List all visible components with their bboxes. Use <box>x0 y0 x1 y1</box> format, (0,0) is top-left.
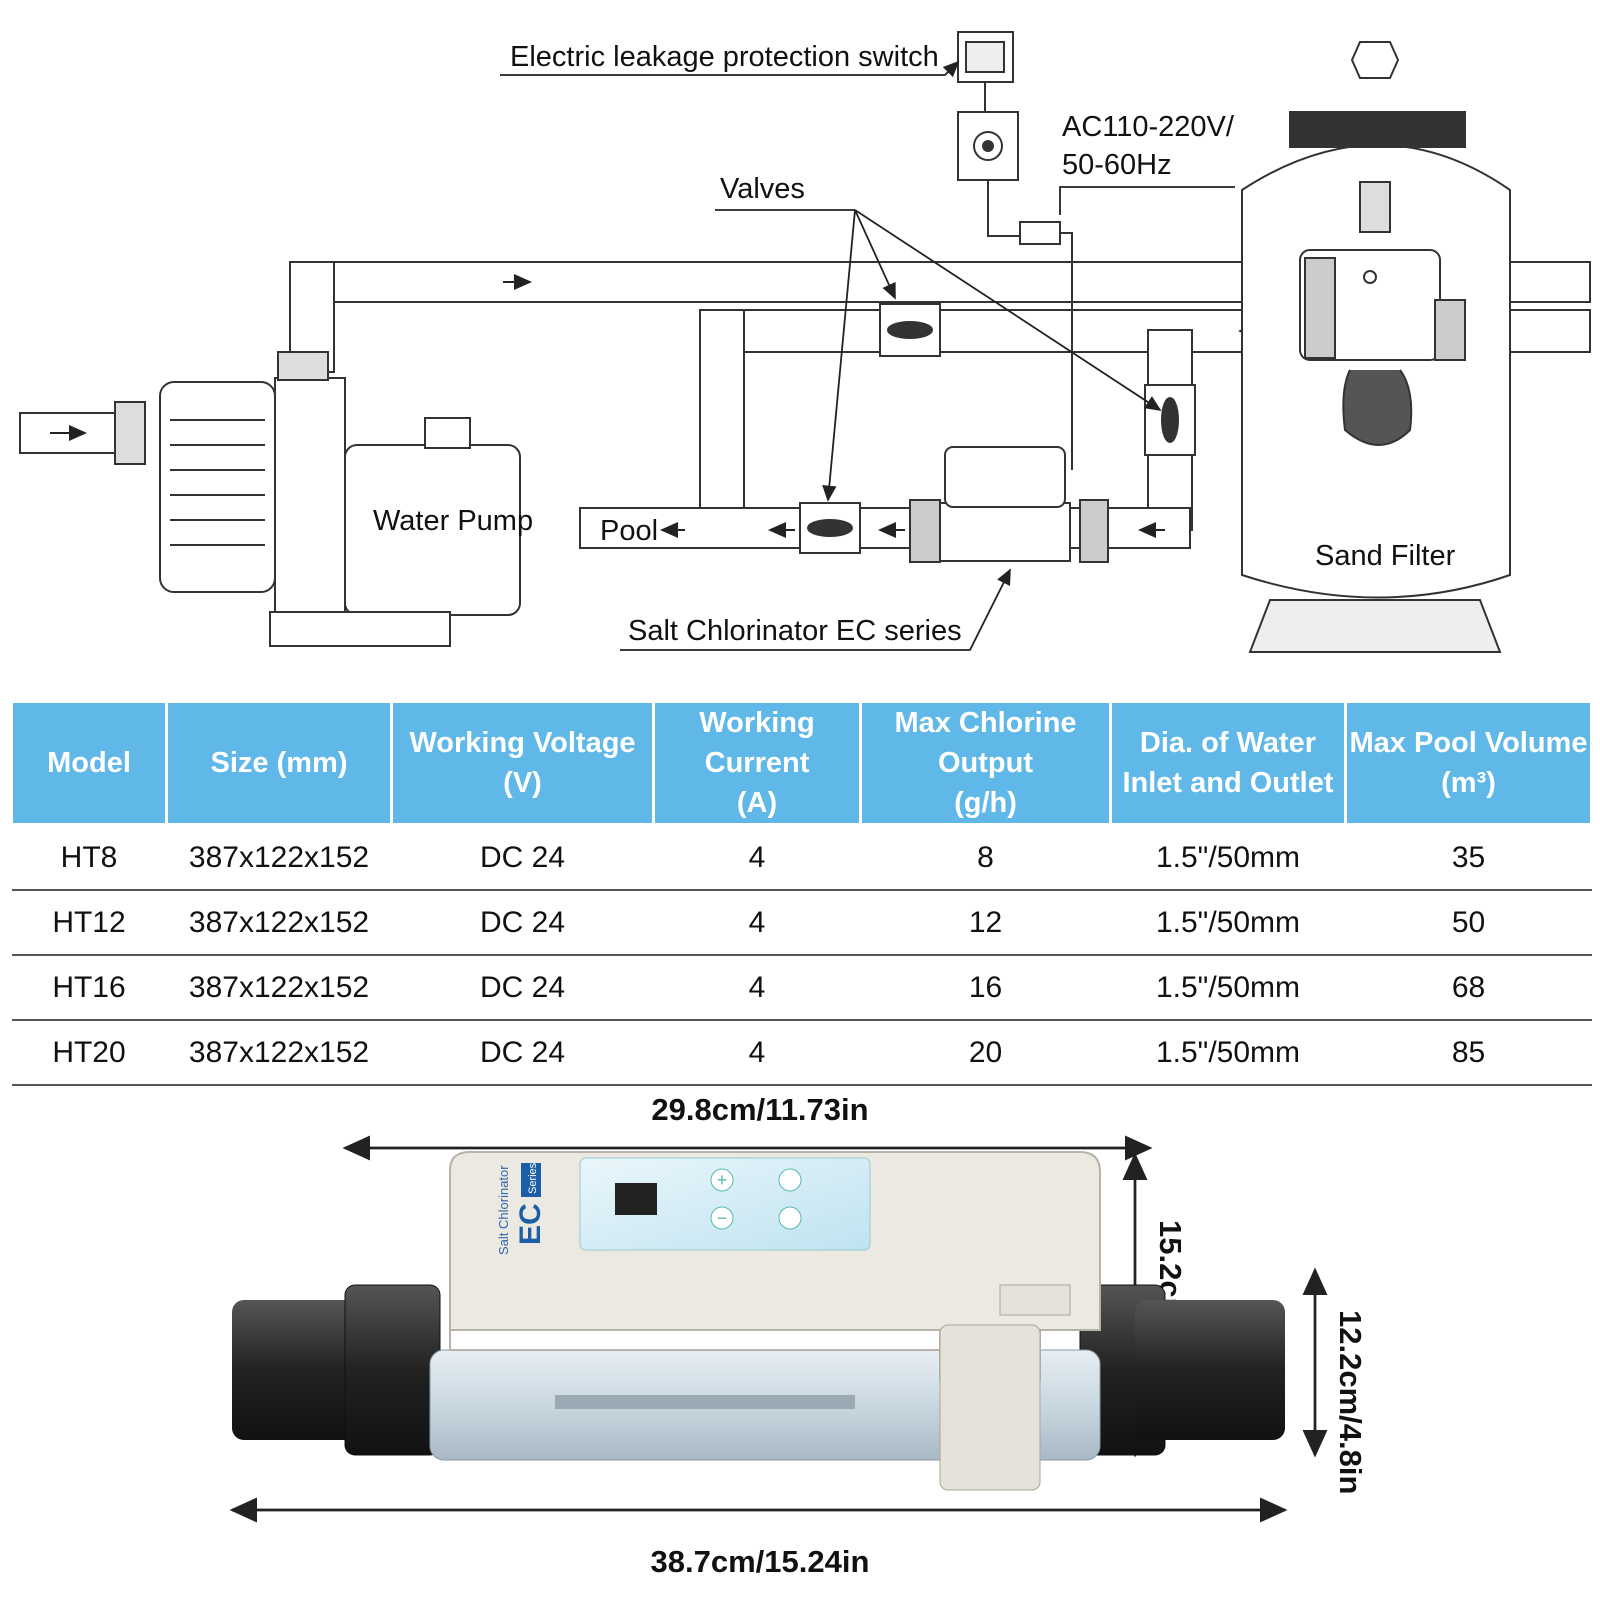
cell-pool-volume: 50 <box>1345 890 1592 956</box>
product-dimensions: 29.8cm/11.73in 38.7cm/15.24in 15.2cm/5.9… <box>229 1092 1368 1579</box>
table-row: HT16 387x122x152 DC 24 4 16 1.5"/50mm 68 <box>11 955 1592 1021</box>
table-row: HT20 387x122x152 DC 24 4 20 1.5"/50mm 85 <box>11 1020 1592 1086</box>
pool-label: Pool <box>600 515 658 547</box>
leakage-switch-label: Electric leakage protection switch <box>510 41 939 73</box>
power-cable <box>987 180 1073 470</box>
cell-chlorine-output: 8 <box>860 823 1111 891</box>
minus-button-icon <box>710 1206 734 1230</box>
display-screen <box>615 1183 657 1215</box>
water-pump-illustration <box>114 351 521 647</box>
water-pump-label: Water Pump <box>373 505 533 537</box>
power-label-line2: 50-60Hz <box>1062 149 1172 181</box>
valve-icon <box>879 303 941 357</box>
cell-size: 387x122x152 <box>166 955 392 1021</box>
cell-pool-volume: 35 <box>1345 823 1592 891</box>
col-header-voltage: Working Voltage(V) <box>390 700 655 826</box>
col-header-chlorine-output: Max Chlorine Output(g/h) <box>859 700 1112 826</box>
col-header-model: Model <box>10 700 168 826</box>
cell-model: HT8 <box>11 823 167 891</box>
cell-voltage: DC 24 <box>391 890 654 956</box>
chlorinator-illustration <box>909 446 1109 563</box>
leader-lines <box>500 60 1235 651</box>
cell-size: 387x122x152 <box>166 890 392 956</box>
ec-logo: EC <box>514 1203 547 1245</box>
spec-table: Model Size (mm) Working Voltage(V) Worki… <box>10 700 1593 1086</box>
cell-chlorine-output: 12 <box>860 890 1111 956</box>
col-header-pool-volume: Max Pool Volume(m³) <box>1344 700 1593 826</box>
brand-text: Salt Chlorinator <box>496 1165 511 1255</box>
cell-pipe-diameter: 1.5"/50mm <box>1110 823 1346 891</box>
cell-current: 4 <box>653 955 861 1021</box>
cell-chlorine-output: 16 <box>860 955 1111 1021</box>
cell-voltage: DC 24 <box>391 823 654 891</box>
sand-filter-illustration <box>1241 41 1511 653</box>
chlorinator-label: Salt Chlorinator EC series <box>628 615 962 647</box>
power-label-line1: AC110-220V/ <box>1062 111 1235 143</box>
cell-model: HT12 <box>11 890 167 956</box>
cell-pool-volume: 85 <box>1345 1020 1592 1086</box>
leakage-switch-icon <box>957 31 1014 112</box>
valve-icon <box>1144 384 1196 456</box>
cell-pipe-diameter: 1.5"/50mm <box>1110 890 1346 956</box>
cell-voltage: DC 24 <box>391 1020 654 1086</box>
cell-current: 4 <box>653 890 861 956</box>
table-row: HT8 387x122x152 DC 24 4 8 1.5"/50mm 35 <box>11 823 1592 891</box>
pipe-height-label: 12.2cm/4.8in <box>1333 1310 1368 1494</box>
table-row: HT12 387x122x152 DC 24 4 12 1.5"/50mm 50 <box>11 890 1592 956</box>
series-badge: Series <box>527 1162 539 1194</box>
valves-label: Valves <box>720 173 805 205</box>
top-width-label: 29.8cm/11.73in <box>651 1092 868 1127</box>
bottom-width-label: 38.7cm/15.24in <box>651 1544 870 1579</box>
cell-size: 387x122x152 <box>166 1020 392 1086</box>
cell-current: 4 <box>653 1020 861 1086</box>
valve-icon <box>799 502 861 554</box>
plus-button-icon <box>710 1168 734 1192</box>
cell-size: 387x122x152 <box>166 823 392 891</box>
svg-text:−: − <box>717 1208 728 1228</box>
table-header-row: Model Size (mm) Working Voltage(V) Worki… <box>10 700 1593 826</box>
boost-button-icon <box>778 1168 802 1192</box>
cell-current: 4 <box>653 823 861 891</box>
brand-logo: Salt Chlorinator EC Series <box>496 1162 547 1255</box>
chlorinator-product-image: + − Salt Chlorinator EC Series <box>232 1151 1285 1491</box>
cell-voltage: DC 24 <box>391 955 654 1021</box>
cell-pipe-diameter: 1.5"/50mm <box>1110 1020 1346 1086</box>
installation-diagram: Electric leakage protection switch AC110… <box>19 31 1591 653</box>
cell-pipe-diameter: 1.5"/50mm <box>1110 955 1346 1021</box>
col-header-size: Size (mm) <box>165 700 393 826</box>
cell-model: HT16 <box>11 955 167 1021</box>
power-button-icon <box>778 1206 802 1230</box>
sand-filter-label: Sand Filter <box>1315 540 1456 572</box>
cell-model: HT20 <box>11 1020 167 1086</box>
col-header-current: Working Current(A) <box>652 700 862 826</box>
power-socket-icon <box>957 111 1019 181</box>
cell-chlorine-output: 20 <box>860 1020 1111 1086</box>
cell-pool-volume: 68 <box>1345 955 1592 1021</box>
svg-text:+: + <box>717 1170 728 1190</box>
